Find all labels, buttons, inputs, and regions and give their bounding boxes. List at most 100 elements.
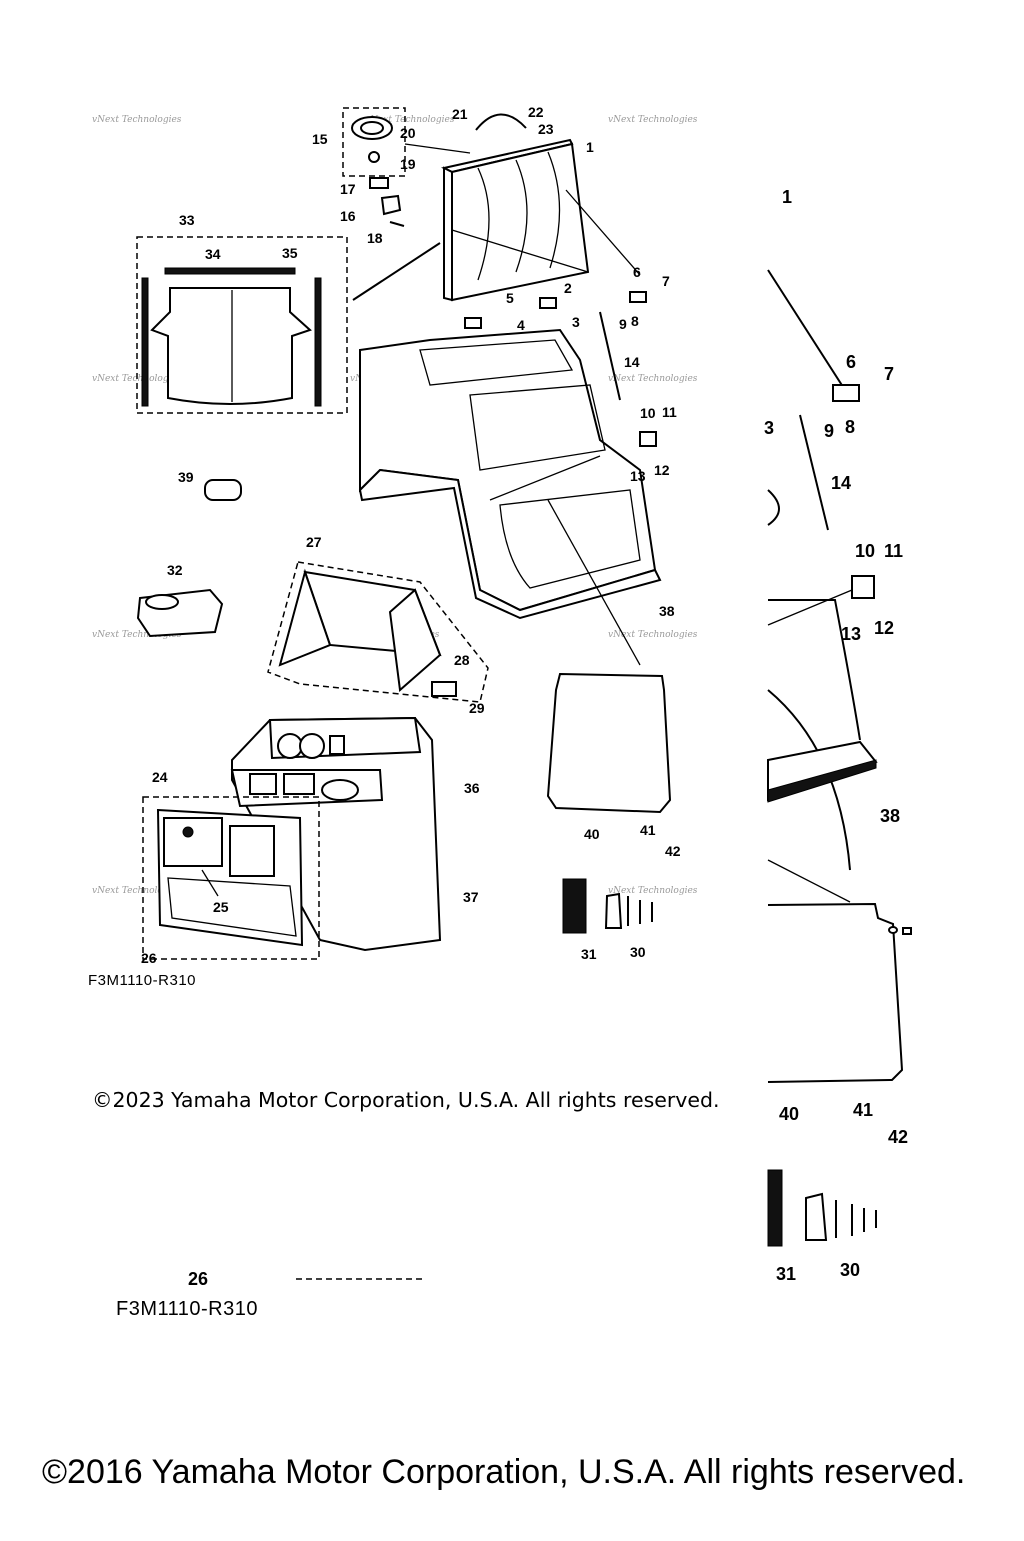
leader — [767, 589, 853, 626]
zoom-callout-6: 6 — [846, 352, 856, 372]
rear-curtain — [150, 287, 312, 405]
leader — [767, 859, 851, 903]
leader — [547, 499, 641, 666]
leader — [352, 242, 441, 301]
callout-1: 1 — [586, 139, 594, 155]
watermark: vNext Technologies — [365, 115, 455, 125]
hardware-30 — [604, 892, 623, 929]
hinge — [539, 297, 557, 309]
cab-roof-opening — [419, 339, 574, 386]
callout-15: 15 — [312, 131, 328, 147]
bolt — [389, 221, 405, 227]
lock-group-box — [342, 107, 406, 177]
tray-slot — [249, 773, 277, 795]
grab-handle — [475, 113, 527, 131]
zoom-overlay — [296, 269, 912, 1280]
curtain-bar — [314, 277, 322, 407]
switch — [329, 735, 345, 755]
frame-group-box — [267, 561, 489, 703]
callout-10: 10 — [640, 405, 656, 421]
callout-8: 8 — [631, 313, 639, 329]
shell-edge-zoom — [768, 599, 861, 741]
fastener-zoom — [888, 926, 898, 934]
callout-40: 40 — [584, 826, 600, 842]
cab-doorway — [499, 489, 641, 589]
zoom-labels: 1 6 7 9 8 3 14 10 11 13 12 38 40 41 42 3… — [188, 187, 908, 1289]
frame-side — [278, 568, 332, 667]
callout-17: 17 — [340, 181, 356, 197]
leader — [565, 189, 641, 276]
callout-5: 5 — [506, 290, 514, 306]
gas-strut — [599, 311, 621, 401]
reflector-39 — [204, 479, 242, 501]
callout-18: 18 — [367, 230, 383, 246]
callout-6: 6 — [633, 264, 641, 280]
zoom-callout-8: 8 — [845, 417, 855, 437]
fastener-zoom — [902, 927, 912, 935]
main-labels: 21 22 23 15 20 19 17 16 18 1 33 34 35 6 … — [141, 104, 681, 966]
bracket — [369, 177, 389, 189]
callout-13: 13 — [630, 468, 646, 484]
callout-7: 7 — [662, 273, 670, 289]
gas-strut-zoom — [799, 414, 829, 531]
zoom-callout-10: 10 — [855, 541, 875, 561]
callout-19: 19 — [400, 156, 416, 172]
callout-35: 35 — [282, 245, 298, 261]
hardware-30 — [627, 896, 653, 926]
door-group-box — [142, 796, 320, 960]
net-40 — [546, 672, 672, 814]
callout-24: 24 — [152, 769, 168, 785]
callout-25: 25 — [213, 899, 229, 915]
roof-rib — [515, 159, 528, 273]
callout-41: 41 — [640, 822, 656, 838]
figure-code: F3M1110-R310 — [88, 972, 196, 989]
figure-code-large: F3M1110-R310 — [116, 1298, 258, 1320]
seal-strip-31 — [562, 878, 587, 934]
hinge — [629, 291, 647, 303]
roof-panel-side — [443, 166, 453, 302]
callout-22: 22 — [528, 104, 544, 120]
leader — [404, 143, 471, 154]
cup-ring — [145, 594, 179, 610]
watermark: vNext Technologies — [608, 886, 698, 896]
callout-11: 11 — [662, 404, 677, 420]
zoom-callout-9: 9 — [824, 421, 834, 441]
copyright-2016: ©2016 Yamaha Motor Corporation, U.S.A. A… — [42, 1453, 966, 1491]
callout-14: 14 — [624, 354, 640, 370]
zoom-callout-30: 30 — [840, 1260, 860, 1280]
latch-plate — [380, 194, 402, 216]
callout-23: 23 — [538, 121, 554, 137]
callout-32: 32 — [167, 562, 183, 578]
callout-30: 30 — [630, 944, 646, 960]
callout-26: 26 — [141, 950, 157, 966]
zoom-callout-3: 3 — [764, 418, 774, 438]
zoom-callout-42: 42 — [888, 1127, 908, 1147]
cab-window — [469, 384, 606, 471]
zoom-callout-41: 41 — [853, 1100, 873, 1120]
door-window — [163, 817, 223, 867]
zoom-callout-14: 14 — [831, 473, 851, 493]
zoom-callout-7: 7 — [884, 364, 894, 384]
callout-31: 31 — [581, 946, 597, 962]
main-diagram — [136, 107, 672, 960]
door-knob — [182, 826, 194, 838]
callout-20: 20 — [400, 125, 416, 141]
zoom-callout-1: 1 — [782, 187, 792, 207]
callout-42: 42 — [665, 843, 681, 859]
hinge-zoom — [832, 384, 860, 402]
leader — [767, 269, 846, 391]
zoom-callout-31: 31 — [776, 1264, 796, 1284]
zoom-callout-12: 12 — [874, 618, 894, 638]
curtain-bar — [164, 267, 296, 275]
zoom-callout-38: 38 — [880, 806, 900, 826]
callout-9: 9 — [619, 316, 627, 332]
watermark: vNext Technologies — [608, 630, 698, 640]
roof-panel — [451, 142, 590, 302]
leader — [201, 869, 219, 897]
callout-27: 27 — [306, 534, 322, 550]
callout-21: 21 — [452, 106, 468, 122]
lock-part — [360, 121, 384, 135]
watermark: vNext Technologies — [608, 115, 698, 125]
roof-rib — [477, 167, 490, 281]
